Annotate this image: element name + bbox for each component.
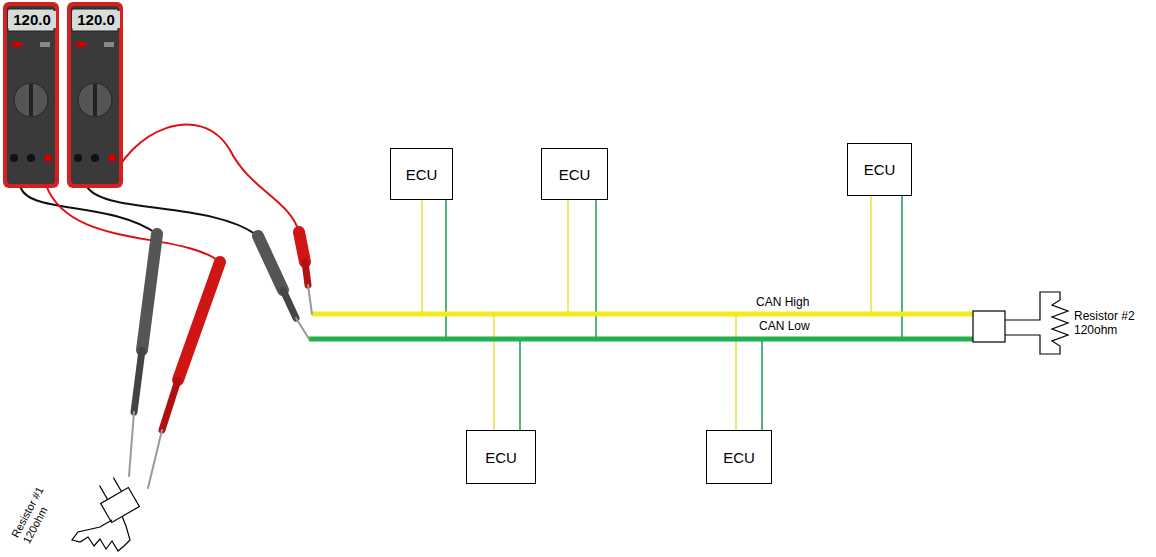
meter-reading: 120.0 [72,11,120,28]
ecu-box: ECU [541,148,608,200]
multimeter [3,2,59,188]
resistor-symbol [72,474,139,551]
resistor-symbol [973,292,1068,354]
ecu-label: ECU [864,161,896,178]
resistor-label: Resistor #1 120ohm [9,474,63,546]
test-probes [129,232,312,488]
signal-name: CAN Low [758,320,811,334]
ecu-label: ECU [559,166,591,183]
can-low-wire [309,337,975,342]
can-high-wire [312,312,975,317]
ecu-box: ECU [390,148,453,200]
signal-name: CAN High [755,296,810,310]
meter-reading: 120.0 [8,11,56,28]
ecu-box: ECU [847,143,912,196]
resistor-label: Resistor #2 120ohm [1074,310,1142,338]
ecu-box: ECU [706,430,772,484]
ecu-label: ECU [406,166,438,183]
ecu-label: ECU [723,449,755,466]
ecu-box: ECU [466,430,536,484]
multimeter [67,2,123,188]
ecu-label: ECU [485,449,517,466]
